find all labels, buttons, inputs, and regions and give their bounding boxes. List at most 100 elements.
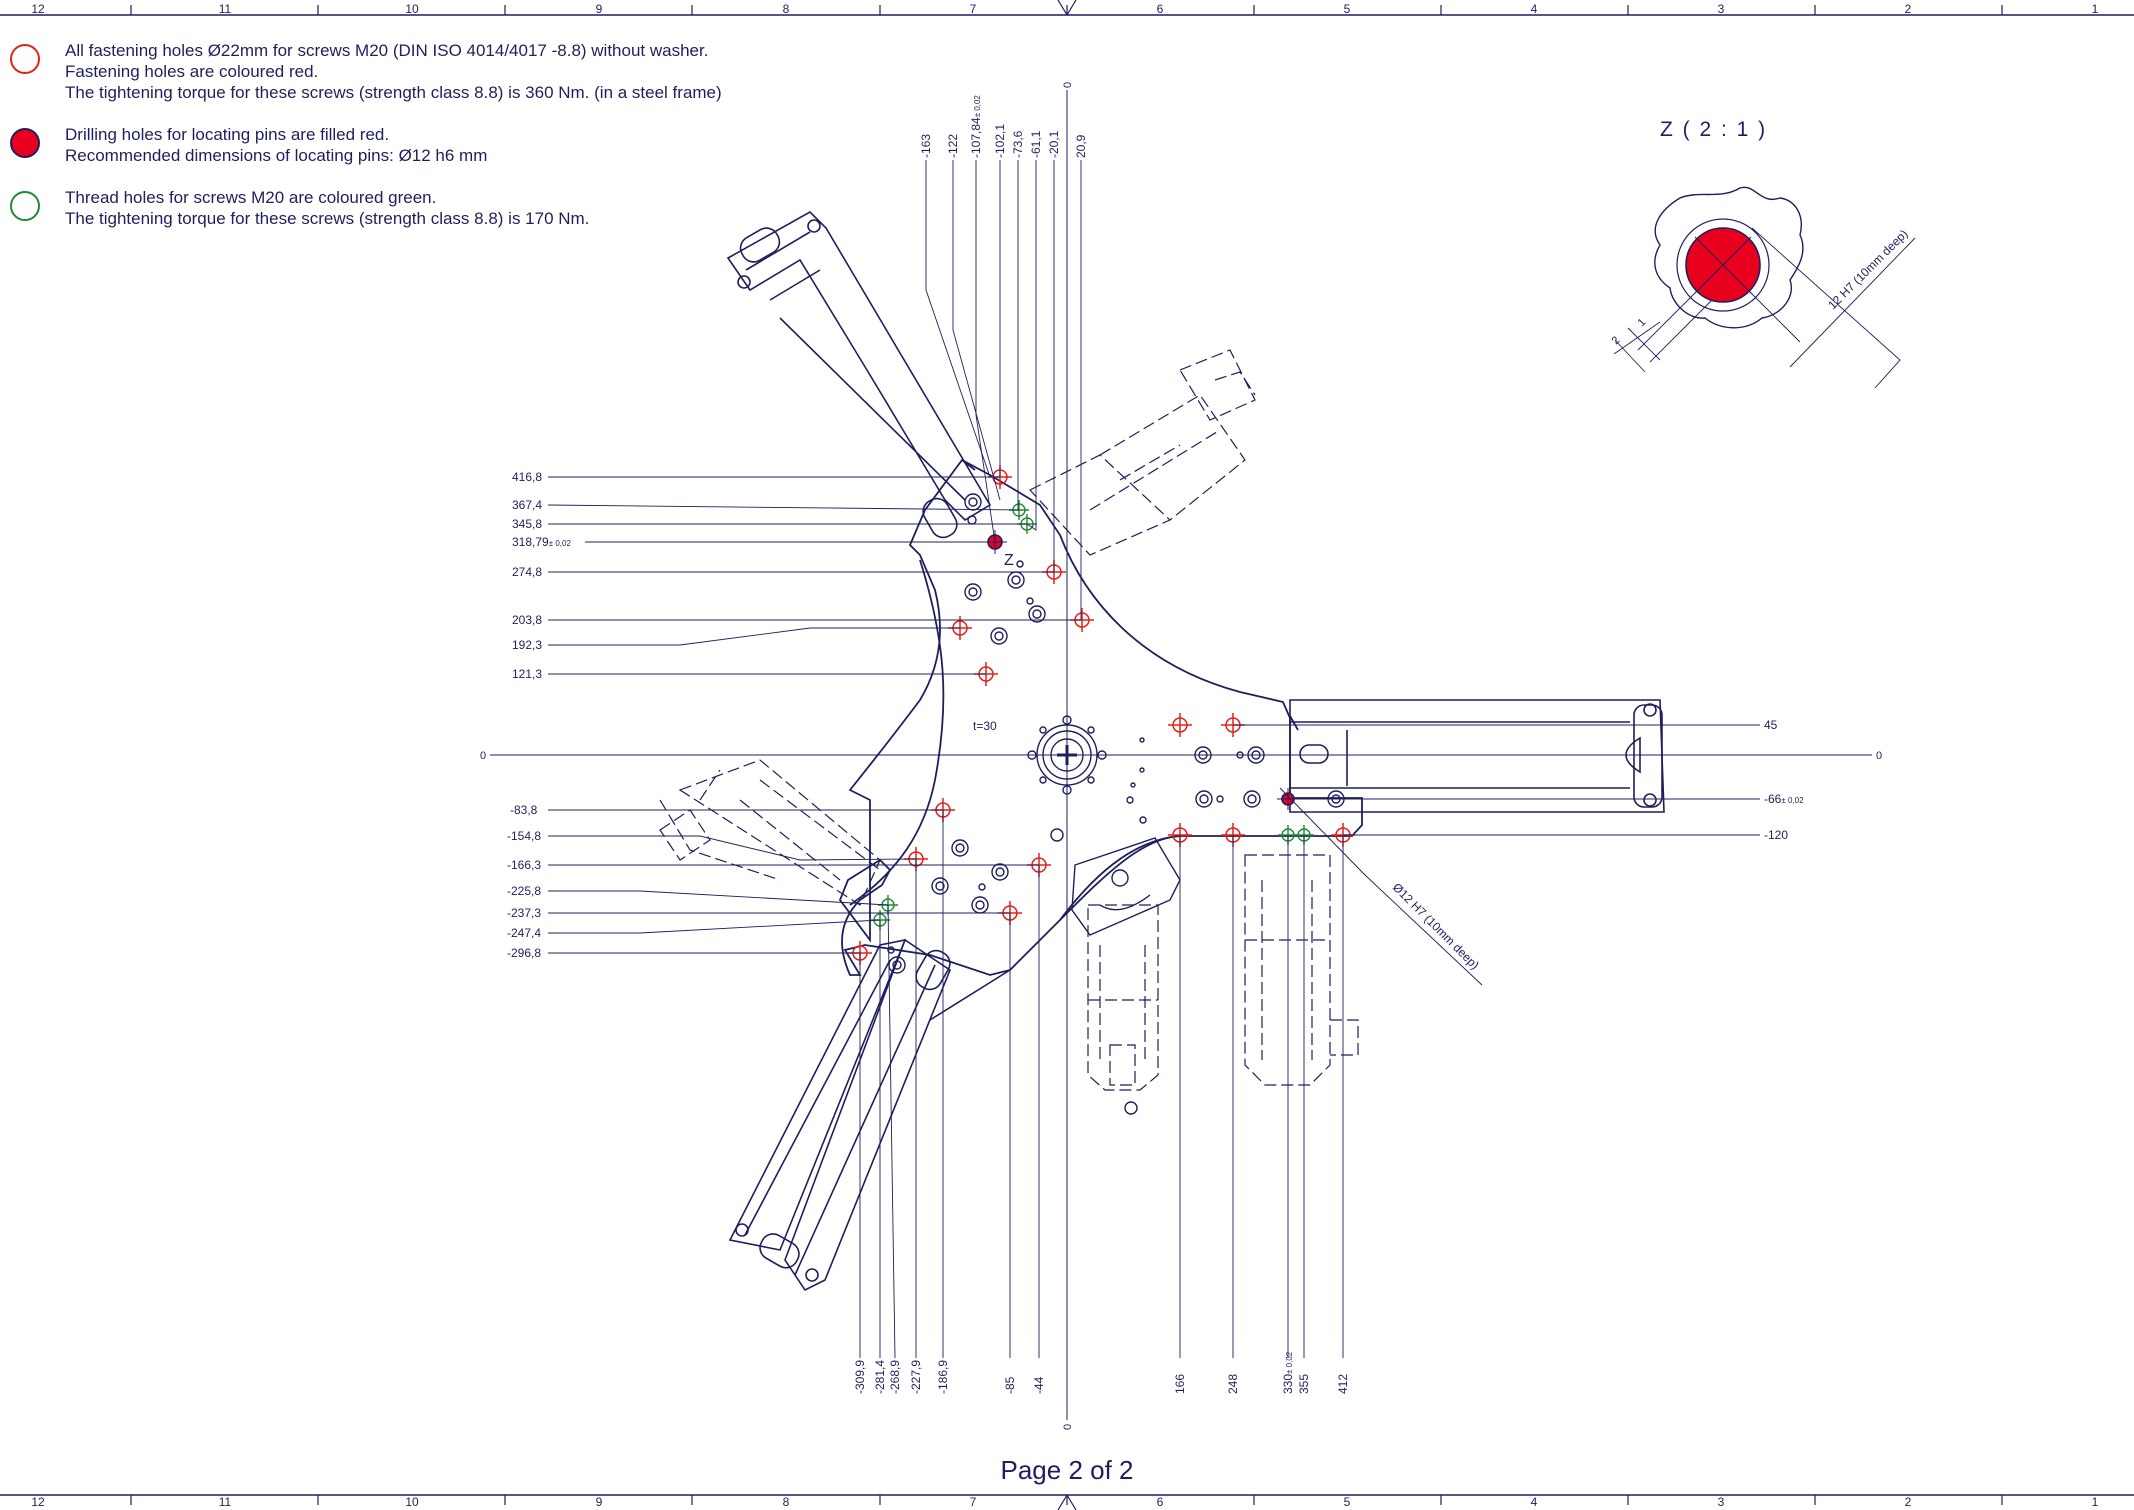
central-hub: [1027, 715, 1107, 795]
top-dim-label: -163: [919, 134, 933, 158]
pin-callout-label: Ø12 H7 (10mm deep): [1390, 880, 1482, 972]
detail-view-z: 12 H7 (10mm deep) 1 2: [1610, 186, 1916, 389]
zone-bottom-1: 1: [2092, 1495, 2099, 1509]
zone-top-12: 12: [31, 2, 45, 16]
arm-upper-left: [726, 211, 992, 539]
clamp-head-bottom-center: [1071, 837, 1181, 1115]
bottom-dim-label: -309,9: [853, 1360, 867, 1394]
detail-dimension-lines: [1613, 227, 1916, 389]
center-axes: 0 0 0 0: [480, 82, 1882, 1430]
left-dim-label: 345,8: [512, 517, 542, 531]
top-dim-label: 20,9: [1074, 134, 1088, 158]
detail-pin-crosshair: [1694, 236, 1752, 294]
left-dim-label: -166,3: [507, 858, 541, 872]
page-indicator: Page 2 of 2: [1000, 1455, 1134, 1485]
clamp-cylinder-bottom-center: [1087, 904, 1159, 1091]
pin-callout-leader: [1279, 787, 1483, 986]
bottom-dim-label: 166: [1173, 1374, 1187, 1394]
zone-top-5: 5: [1344, 2, 1351, 16]
legend-line: All fastening holes Ø22mm for screws M20…: [65, 41, 709, 60]
legend-line: Drilling holes for locating pins are fil…: [65, 125, 390, 144]
top-dim-label: -102,1: [993, 124, 1007, 158]
origin-label-left: 0: [480, 750, 486, 762]
legend-line: Thread holes for screws M20 are coloured…: [65, 188, 437, 207]
detail-pin-callout: 12 H7 (10mm deep): [1825, 227, 1910, 312]
left-dim-label: 416,8: [512, 470, 542, 484]
left-dim-label: -225,8: [507, 884, 541, 898]
clamp-cylinder-upper: [1029, 349, 1256, 556]
bottom-dim-label: -186,9: [936, 1360, 950, 1394]
origin-label-bottom: 0: [1062, 1424, 1074, 1430]
zone-top-10: 10: [405, 2, 419, 16]
zone-bottom-3: 3: [1718, 1495, 1725, 1509]
top-dim-label: -122: [946, 134, 960, 158]
arm-right: [1289, 699, 1665, 813]
left-dim-label: 318,79± 0,02: [512, 535, 571, 549]
legend-line: The tightening torque for these screws (…: [65, 83, 722, 102]
detail-break-outline: [1654, 186, 1804, 329]
zone-bottom-5: 5: [1344, 1495, 1351, 1509]
open-red-circle-icon: [10, 44, 40, 74]
filled-red-circle-icon: [10, 128, 40, 158]
left-dim-value: 318,79: [512, 535, 549, 549]
zone-top-1: 1: [2092, 2, 2099, 16]
zone-bottom-12: 12: [31, 1495, 45, 1509]
detail-z-marker: Z: [1004, 552, 1014, 569]
top-dim-tolerance: ± 0,02: [973, 95, 982, 118]
left-dim-label: 367,4: [512, 498, 542, 512]
arm-lower-left: [728, 938, 1011, 1292]
bottom-dim-value: 330: [1281, 1374, 1295, 1394]
bottom-dim-label: -85: [1003, 1376, 1017, 1394]
left-dim-label: 121,3: [512, 667, 542, 681]
left-dimension-labels: 416,8 367,4 345,8 318,79± 0,02 274,8 203…: [507, 470, 571, 960]
zone-top-3: 3: [1718, 2, 1725, 16]
detail-dim-small-1: 1: [1636, 316, 1649, 329]
drawing-annotations: t=30 Z Ø12 H7 (10mm deep): [973, 552, 1483, 986]
clamp-cylinder-lower-left: [659, 759, 881, 906]
bottom-dimension-lines: [859, 810, 1344, 1359]
legend-line: Recommended dimensions of locating pins:…: [65, 146, 488, 165]
zone-bottom-9: 9: [596, 1495, 603, 1509]
clamp-cylinder-bottom-right: [1244, 854, 1359, 1086]
top-dim-label: -20,1: [1047, 130, 1061, 158]
legend-line: Fastening holes are coloured red.: [65, 62, 319, 81]
open-green-circle-icon: [10, 191, 40, 221]
generic-holes: [887, 493, 1345, 974]
left-dim-label: -83,8: [510, 803, 538, 817]
zone-bottom-6: 6: [1157, 1495, 1164, 1509]
legend-text: All fastening holes Ø22mm for screws M20…: [65, 40, 910, 103]
zone-bottom-2: 2: [1905, 1495, 1912, 1509]
legend-text: Drilling holes for locating pins are fil…: [65, 124, 910, 166]
zone-bottom-11: 11: [219, 1495, 232, 1509]
legend-line: The tightening torque for these screws (…: [65, 209, 590, 228]
top-dimension-labels: -163 -122 -107,84± 0,02 -102,1 -73,6 -61…: [919, 95, 1088, 158]
top-dim-value: -107,84: [969, 117, 983, 158]
legend-thread-holes: Thread holes for screws M20 are coloured…: [10, 187, 910, 229]
right-dim-label: -120: [1764, 828, 1788, 842]
zone-top-11: 11: [219, 2, 232, 16]
left-dimension-lines: [547, 476, 1081, 954]
bottom-dim-label: 412: [1336, 1374, 1350, 1394]
thread-holes: [870, 500, 1314, 930]
left-dim-label: 192,3: [512, 638, 542, 652]
right-dim-tolerance: ± 0,02: [1781, 796, 1804, 805]
bottom-dim-tolerance: ± 0,02: [1285, 1351, 1294, 1374]
right-dimension-labels: 45 -66± 0,02 -120: [1764, 718, 1804, 842]
bottom-dimension-labels: -309,9 -281,4 -268,9 -227,9 -186,9 -85 -…: [853, 1351, 1350, 1394]
legend-locating-pins: Drilling holes for locating pins are fil…: [10, 124, 910, 166]
bottom-dim-label: -281,4: [873, 1360, 887, 1394]
left-dim-label: -296,8: [507, 946, 541, 960]
bottom-dim-label: 355: [1297, 1374, 1311, 1394]
zone-top-4: 4: [1531, 2, 1538, 16]
bottom-dim-label: -44: [1032, 1376, 1046, 1394]
zone-bottom-4: 4: [1531, 1495, 1538, 1509]
top-dimension-lines: [925, 160, 1082, 620]
fastening-hole: [1168, 713, 1192, 737]
left-dim-label: 274,8: [512, 565, 542, 579]
zone-top-7: 7: [970, 2, 977, 16]
legend-fastening-holes: All fastening holes Ø22mm for screws M20…: [10, 40, 910, 103]
origin-label-top: 0: [1062, 82, 1074, 88]
bottom-dim-label: 248: [1226, 1374, 1240, 1394]
